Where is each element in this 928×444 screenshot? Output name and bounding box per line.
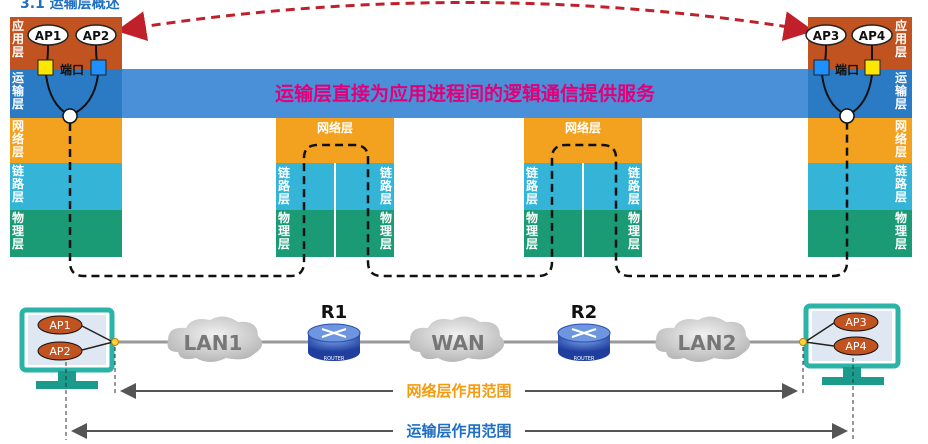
svg-text:物理层: 物理层 — [895, 210, 907, 251]
right-port-label: 端口 — [835, 62, 859, 77]
left-layer-physical: 物理层 — [12, 210, 24, 251]
left-port-blue — [90, 59, 107, 76]
title-fragment: 3.1 运输层概述 — [20, 0, 120, 12]
left-host-computer: AP1 AP2 — [19, 307, 119, 389]
svg-text:链路层: 链路层 — [628, 165, 641, 206]
router1-stack: 网络层 链路层 链路层 物理层 物理层 — [276, 118, 394, 257]
network-scope-label: 网络层作用范围 — [406, 382, 511, 400]
cloud-lan1: LAN1 — [167, 316, 263, 362]
left-layer-transport: 运输层 — [12, 71, 25, 111]
svg-text:运输层: 运输层 — [895, 71, 908, 111]
right-mux-point — [839, 108, 855, 124]
svg-text:ROUTER: ROUTER — [324, 356, 345, 362]
router2-stack: 网络层 链路层 链路层 物理层 物理层 — [524, 118, 642, 257]
svg-text:链路层: 链路层 — [380, 165, 393, 206]
svg-text:物理层: 物理层 — [278, 210, 290, 251]
svg-text:应用层: 应用层 — [894, 18, 907, 59]
left-layer-network: 网络层 — [12, 119, 24, 159]
svg-text:物理层: 物理层 — [526, 210, 538, 251]
left-port-label: 端口 — [60, 62, 84, 77]
left-layer-link: 链路层 — [12, 163, 25, 204]
svg-text:链路层: 链路层 — [895, 163, 908, 204]
router-r1: R1 ROUTER — [307, 302, 361, 362]
data-path — [68, 123, 849, 278]
svg-text:物理层: 物理层 — [380, 210, 392, 251]
banner-text: 运输层直接为应用进程间的逻辑通信提供服务 — [275, 82, 656, 105]
right-port-blue — [813, 59, 830, 76]
svg-text:AP4: AP4 — [845, 340, 866, 353]
svg-text:链路层: 链路层 — [278, 165, 291, 206]
svg-text:AP1: AP1 — [49, 319, 70, 332]
right-ap4-label: AP4 — [859, 29, 885, 43]
svg-text:R2: R2 — [571, 302, 597, 323]
left-layer-app: 应用层 — [11, 18, 24, 59]
left-port-yellow — [37, 59, 54, 76]
right-host-computer: AP3 AP4 — [799, 303, 901, 385]
svg-text:网络层: 网络层 — [317, 120, 353, 135]
svg-text:LAN2: LAN2 — [678, 331, 737, 355]
svg-text:网络层: 网络层 — [895, 119, 907, 159]
right-ap3-label: AP3 — [813, 29, 839, 43]
svg-text:R1: R1 — [321, 302, 347, 323]
svg-text:物理层: 物理层 — [628, 210, 640, 251]
cloud-wan: WAN — [409, 316, 505, 362]
router-r2: R2 ROUTER — [557, 302, 611, 362]
svg-text:AP2: AP2 — [49, 345, 70, 358]
left-mux-point — [62, 108, 78, 124]
svg-text:LAN1: LAN1 — [184, 331, 243, 355]
svg-text:WAN: WAN — [431, 331, 484, 355]
logical-comm-arc — [116, 1, 814, 42]
right-port-yellow — [864, 59, 881, 76]
svg-text:链路层: 链路层 — [526, 165, 539, 206]
left-ap2-label: AP2 — [83, 29, 109, 43]
svg-text:网络层: 网络层 — [565, 120, 601, 135]
transport-banner — [122, 69, 808, 118]
right-protocol-stack: 应用层 运输层 网络层 链路层 物理层 — [808, 17, 912, 257]
transport-scope-label: 运输层作用范围 — [406, 422, 511, 440]
svg-text:ROUTER: ROUTER — [574, 356, 595, 362]
svg-text:AP3: AP3 — [845, 316, 866, 329]
left-ap1-label: AP1 — [35, 29, 61, 43]
cloud-lan2: LAN2 — [655, 316, 751, 362]
left-protocol-stack: 应用层 运输层 网络层 链路层 物理层 — [10, 17, 122, 257]
